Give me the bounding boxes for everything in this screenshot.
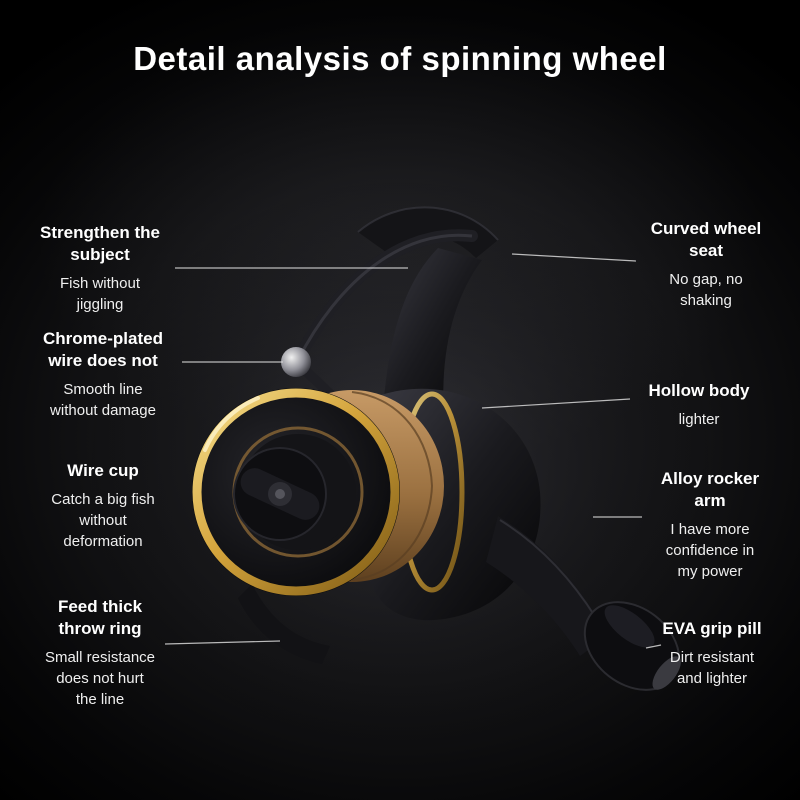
callout-eva-grip: EVA grip pill Dirt resistant and lighter [627,618,797,689]
reel-bail-wire-highlight [296,233,473,361]
callout-description: Smooth line without damage [50,381,156,419]
callout-wire-cup: Wire cup Catch a big fish without deform… [18,460,188,552]
reel-foot-highlight [357,206,499,241]
callout-hollow-body: Hollow body lighter [614,380,784,430]
callout-heading: Chrome-plated wire does not [43,329,163,370]
callout-heading: Strengthen the subject [40,223,160,264]
callout-description: Dirt resistant and lighter [669,649,755,687]
callout-rocker-arm: Alloy rocker arm I have more confidence … [625,468,795,582]
callout-heading: Feed thick throw ring [57,597,143,638]
callout-heading: Hollow body [648,381,750,400]
reel-stem [382,248,482,420]
reel-spool-gold-rim [192,388,400,596]
callout-description: lighter [678,411,720,428]
callout-throw-ring: Feed thick throw ring Small resistance d… [15,596,185,710]
callout-description: No gap, no shaking [669,271,743,309]
reel-spool-groove [351,391,434,581]
reel-line-guard [238,584,330,664]
callout-description: Catch a big fish without deformation [51,491,155,550]
callout-description: I have more confidence in my power [665,521,755,580]
reel-eva-knob [583,601,681,691]
reel-line-roller-knob [281,347,311,377]
page-title: Detail analysis of spinning wheel [133,40,667,77]
reel-spool-rim-shine [203,396,260,452]
callout-heading: Curved wheel seat [650,219,762,260]
callout-description: Small resistance does not hurt the line [44,649,156,708]
callout-chrome-wire: Chrome-plated wire does not Smooth line … [18,328,188,421]
reel-rocker-arm-highlight [499,519,597,619]
callout-strengthen-subject: Strengthen the subject Fish without jigg… [15,222,185,315]
reel-rocker-arm [486,516,608,656]
callout-heading: EVA grip pill [662,619,762,638]
callout-description: Fish without jiggling [59,275,141,313]
callout-wheel-seat: Curved wheel seat No gap, no shaking [621,218,791,311]
callout-heading: Wire cup [67,461,139,480]
callout-heading: Alloy rocker arm [660,469,760,510]
reel-drag-screw [275,489,285,499]
